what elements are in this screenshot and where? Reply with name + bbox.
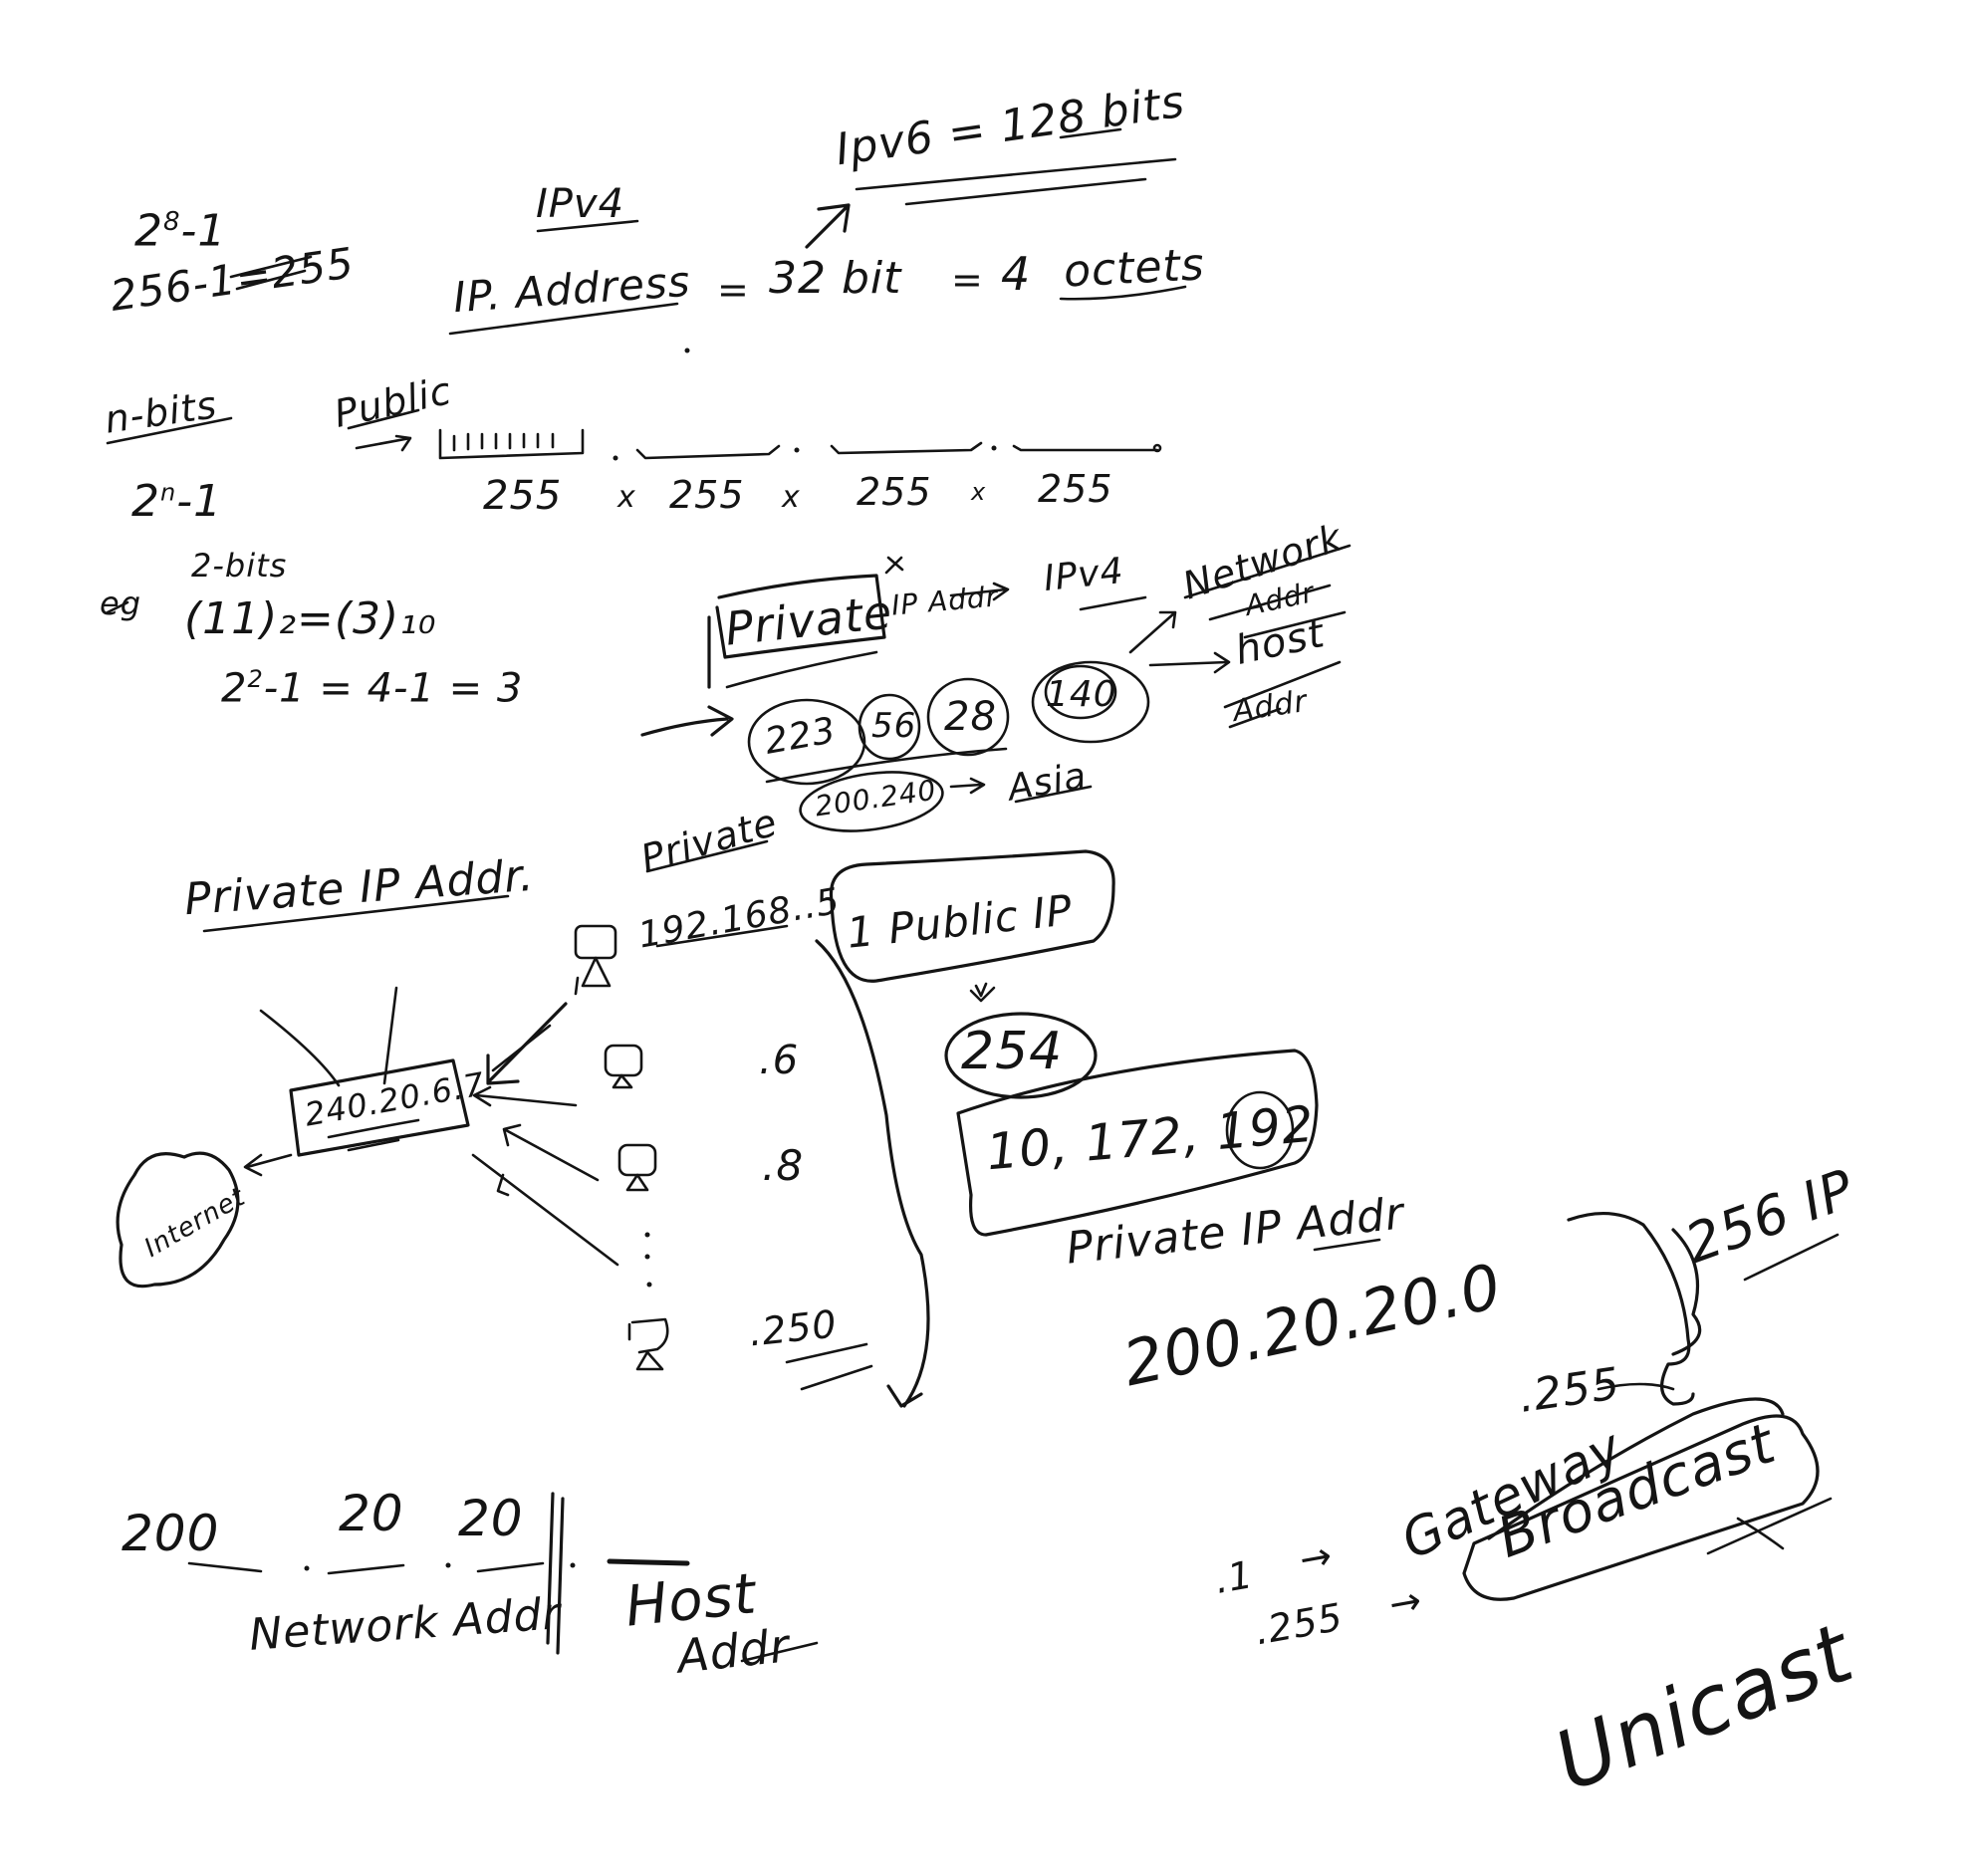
host-6-label: .6 (759, 1038, 800, 1083)
net-octet-20b: 20 (458, 1490, 524, 1547)
router-arrows (471, 1002, 619, 1267)
octet-value-4: 255 (1038, 467, 1113, 511)
ellipsis-dots (644, 1232, 652, 1288)
arrow-gateway: → (1296, 1532, 1337, 1582)
hosts-brace (815, 939, 930, 1408)
octet-blanks (635, 441, 1159, 460)
octet-value-1: 255 (483, 473, 563, 519)
octet-value-3: 255 (857, 470, 932, 514)
private-ranges-box (956, 1049, 1319, 1237)
arrow-to-ipv6 (805, 203, 851, 249)
underline-ipv4 (536, 219, 639, 233)
broadcast-box (1462, 1397, 1820, 1601)
octet-value-2: 255 (669, 473, 745, 517)
two-bits-label: 2-bits (191, 547, 288, 585)
octet-circle-140: 140 (1046, 674, 1117, 715)
net-octet-20a: 20 (339, 1485, 404, 1542)
octet-circle-56: 56 (871, 706, 917, 746)
dot-1-label: .1 (1211, 1552, 1257, 1602)
computer-icon-4 (627, 1317, 669, 1371)
underline-255 (229, 255, 313, 291)
underline-octets (1059, 285, 1187, 301)
bits-32-label: 32 bit (769, 253, 902, 304)
equals-1: = (717, 268, 750, 312)
circle-192 (1225, 1090, 1295, 1170)
underline-ip-address (448, 302, 679, 336)
circle-254 (944, 1012, 1098, 1099)
asia-ip-circle (799, 771, 944, 832)
underline-n-bits (106, 416, 233, 445)
four-label: 4 (1001, 247, 1032, 301)
computer-icon-3 (617, 1143, 657, 1192)
label-254: 254 (961, 1022, 1064, 1081)
public-arrow (347, 408, 420, 452)
octet-circles-group (747, 660, 1150, 786)
network-host-divider (546, 1492, 565, 1655)
power-example: 28-1 (134, 205, 227, 257)
eg-label: eg (100, 585, 141, 622)
equals-2: = (951, 258, 984, 302)
times-3: x (971, 478, 987, 506)
arrow-broadcast: → (1385, 1577, 1426, 1627)
octet-bits-ticks (438, 428, 585, 460)
underline-ipv6 (855, 127, 1177, 206)
ipv4-right-label: IPv4 (1042, 550, 1126, 600)
internet-cloud (116, 1151, 240, 1289)
arrow-into-octets (640, 705, 734, 737)
times-2: x (782, 480, 801, 515)
two-n-formula: 2n-1 (131, 476, 223, 527)
two-squared-calc: 22-1 = 4-1 = 3 (221, 665, 524, 712)
computer-icon-2 (604, 1044, 643, 1089)
public-ip-bubble (829, 849, 1115, 983)
octets-label: octets (1062, 239, 1206, 298)
host-8-label: .8 (762, 1141, 805, 1190)
private-box-outline (707, 574, 886, 689)
addr-bottom: Addr (674, 1618, 793, 1684)
computer-icon-1 (574, 924, 617, 996)
octet-circle-28: 28 (944, 694, 997, 740)
net-octet-200: 200 (122, 1505, 220, 1562)
ipv4-label: IPv4 (536, 181, 625, 227)
host-250-label: .250 (746, 1301, 840, 1355)
times-1: x (617, 480, 636, 515)
binary-equation: (11)₂=(3)₁₀ (184, 593, 437, 644)
router-box (259, 986, 470, 1157)
stray-dot (684, 348, 690, 353)
